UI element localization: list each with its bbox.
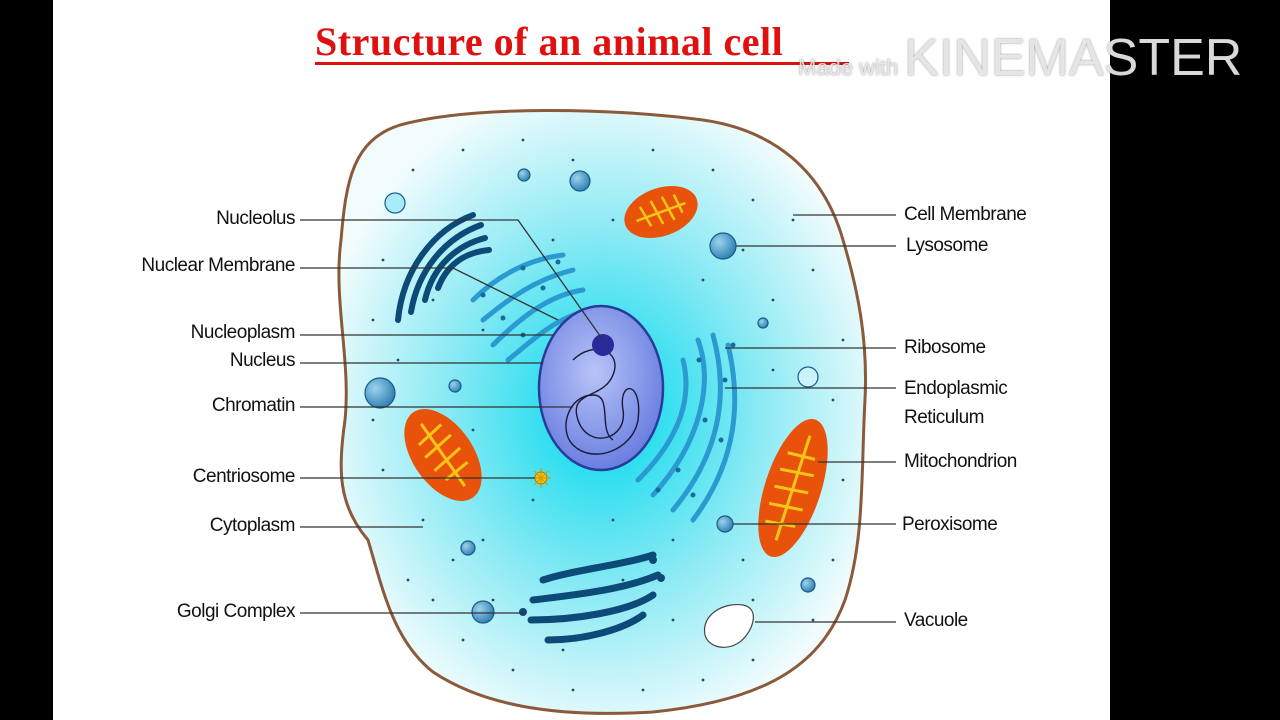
label-nucleolus: Nucleolus [216,208,295,229]
label-nucleus: Nucleus [229,350,296,371]
cytoplasm-dots [371,138,845,692]
label-cytoplasm: Cytoplasm [209,515,296,536]
watermark-prefix: Made with [798,55,899,80]
lysosome [709,232,737,260]
label-endoplasmic: Endoplasmic [904,378,1008,399]
label-cell-membrane: Cell Membrane [904,204,1027,225]
chromatin [565,348,640,455]
vacuole [703,603,754,648]
label-chromatin: Chromatin [211,395,296,416]
label-vacuole: Vacuole [904,610,968,631]
vesicles [364,168,819,624]
peroxisome [716,515,734,533]
title-underline [315,62,849,65]
label-golgi-complex: Golgi Complex [176,601,296,622]
mitochondrion-top [624,185,698,239]
cell-diagram [300,109,896,715]
leader-lines-left [300,219,604,614]
leader-lines-right [725,214,896,623]
label-ribosome: Ribosome [904,337,986,358]
diagram-title: Structure of an animal cell [315,19,784,64]
label-mitochondrion: Mitochondrion [904,451,1017,472]
label-reticulum: Reticulum [904,407,984,428]
label-nuclear-membrane: Nuclear Membrane [141,255,295,276]
nucleus [537,304,665,472]
nucleolus [592,334,614,356]
label-nucleoplasm: Nucleoplasm [190,322,296,343]
label-peroxisome: Peroxisome [902,514,998,535]
golgi-upper-left [395,212,492,323]
label-lysosome: Lysosome [906,235,988,256]
slide: Structure of an animal cell [53,0,1110,720]
rough-er-right [635,332,738,523]
watermark-brand: KINEMASTER [904,29,1243,87]
label-centriosome: Centriosome [192,466,296,487]
golgi-complex [527,551,662,644]
